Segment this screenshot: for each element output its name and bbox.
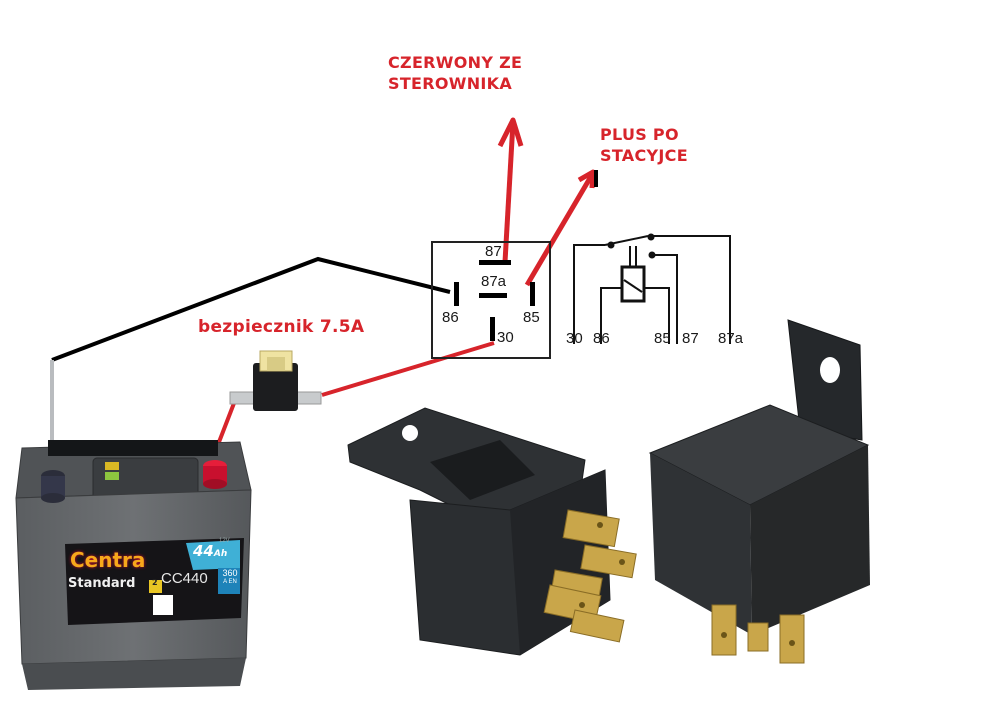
battery-warranty: 2 [152,578,158,587]
battery-model: CC440 [161,570,208,587]
battery-brand: Centra [70,548,146,572]
battery-capacity-unit: Ah [213,549,228,559]
red-wire-fuse-to-30 [321,341,495,397]
contact-87-dot [648,251,656,259]
car-battery-image [15,440,252,690]
relay-pinout-box: 87 87a 86 85 30 [431,241,551,359]
battery-capacity: 44Ah [193,542,227,560]
battery-cca-value: 360 [222,568,238,578]
pin-85-blade [530,282,535,306]
controller-wire-label: CZERWONY ZE STEROWNIKA [388,52,522,94]
fuse-label: bezpiecznik 7.5A [198,317,365,337]
schematic-pin-87: 87 [682,330,699,347]
battery-voltage: 12V [219,538,230,544]
schematic-pin-30: 30 [566,330,583,347]
pin-30-label: 30 [497,329,514,346]
battery-cca-unit: A EN [223,579,237,585]
pin-86-label: 86 [442,309,459,326]
pin-30-blade [490,317,495,341]
red-arrow-85-shaft [524,171,596,287]
red-arrow-87-shaft [502,121,516,263]
black-wire-to-86 [51,256,451,362]
pin-86-blade [454,282,459,306]
relay-photo-bracket-side [648,319,870,664]
pin-85-label: 85 [523,309,540,326]
switch-pivot-dot [607,241,615,249]
battery-capacity-value: 44 [193,542,214,560]
schematic-pin-86: 86 [593,330,610,347]
pin-87-blade [479,260,511,265]
battery-series: Standard [68,576,136,591]
battery-cca: 360 A EN [219,569,241,587]
relay-photo-bracket-top [347,407,637,656]
pin-87-label: 87 [485,243,502,260]
contact-87a-dot [647,233,655,241]
relay-schematic [573,233,731,344]
ignition-plus-label: PLUS PO STACYJCE [600,124,688,166]
red-arrow-85-head [577,169,596,189]
controller-wire-label-line1: CZERWONY ZE [388,53,523,72]
pin-87a-label: 87a [481,273,507,290]
blade-fuse-image [229,350,322,411]
ignition-plus-label-line2: STACYJCE [600,146,688,165]
pin-87a-blade [479,293,507,298]
red-arrow-87-head [497,117,524,148]
schematic-pin-85: 85 [654,330,671,347]
ignition-plus-label-line1: PLUS PO [600,125,679,144]
schematic-pin-87a: 87a [718,330,744,347]
controller-wire-label-line2: STEROWNIKA [388,74,513,93]
